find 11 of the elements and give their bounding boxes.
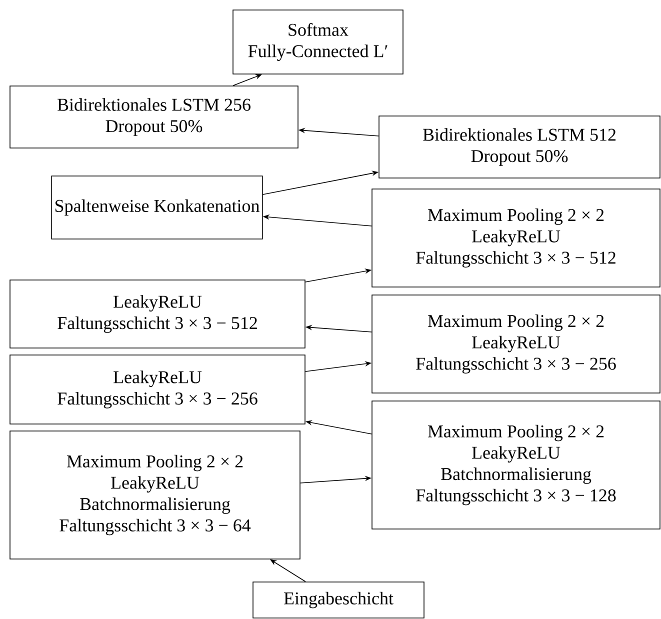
layer-box: Spaltenweise Konkatenation bbox=[51, 176, 263, 240]
layer-box: Bidirektionales LSTM 512 Dropout 50% bbox=[378, 116, 660, 178]
layer-box: Eingabeschicht bbox=[252, 582, 424, 618]
layer-box: Maximum Pooling 2 × 2 LeakyReLU Faltungsschicht 3 × 3 − 256 bbox=[372, 294, 660, 394]
layer-box: LeakyReLU Faltungsschicht 3 × 3 − 256 bbox=[10, 354, 306, 424]
layer-box: Bidirektionales LSTM 256 Dropout 50% bbox=[10, 86, 298, 148]
layer-box: Maximum Pooling 2 × 2 LeakyReLU Faltungsschicht 3 × 3 − 512 bbox=[372, 188, 660, 288]
layer-box: LeakyReLU Faltungsschicht 3 × 3 − 512 bbox=[10, 280, 306, 348]
layer-box: Maximum Pooling 2 × 2 LeakyReLU Batchnormalisierung Faltungsschicht 3 × 3 − 128 bbox=[372, 400, 660, 530]
layer-box: Maximum Pooling 2 × 2 LeakyReLU Batchnormalisierung Faltungsschicht 3 × 3 − 64 bbox=[10, 430, 300, 560]
layer-box: Softmax Fully-Connected L′ bbox=[232, 10, 404, 74]
